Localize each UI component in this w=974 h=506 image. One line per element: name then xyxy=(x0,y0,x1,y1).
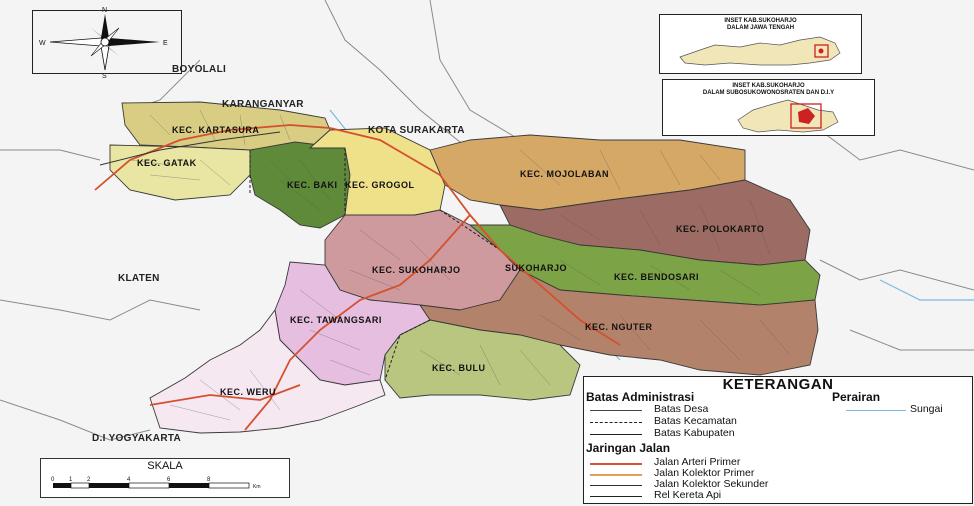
compass-frame xyxy=(32,10,182,74)
inset-jawa-tengah: INSET KAB.SUKOHARJO DALAM JAWA TENGAH xyxy=(659,14,862,74)
scale-tick-8: 8 xyxy=(207,477,211,483)
legend-item-village: Batas Desa xyxy=(654,403,709,415)
legend-swatch-kolektor-primer xyxy=(590,474,642,476)
legend-item-kolektor-sekunder: Jalan Kolektor Sekunder xyxy=(654,478,769,490)
railway xyxy=(99,131,281,166)
legend-swatch-village xyxy=(590,410,642,411)
compass-s: S xyxy=(102,73,107,80)
inset-subosukowonosraten: INSET KAB.SUKOHARJO DALAM SUBOSUKOWONOSR… xyxy=(662,79,875,136)
label-kec-weru: KEC. WERU xyxy=(220,387,276,397)
district-gatak xyxy=(109,144,251,201)
legend-item-kabupaten: Batas Kabupaten xyxy=(654,427,735,439)
compass-w: W xyxy=(39,40,46,47)
legend-swatch-kecamatan xyxy=(590,422,642,423)
label-kec-gatak: KEC. GATAK xyxy=(137,158,197,168)
legend-item-rail: Rel Kereta Api xyxy=(654,489,722,501)
legend-waters-heading: Perairan xyxy=(832,390,881,404)
scale-tick-0: 0 xyxy=(51,477,55,483)
legend-swatch-river xyxy=(846,410,906,411)
label-kec-tawangsari: KEC. TAWANGSARI xyxy=(290,315,382,325)
compass-rose: N S W E xyxy=(39,7,168,80)
legend-item-arteri: Jalan Arteri Primer xyxy=(654,456,741,468)
label-kec-mojolaban: KEC. MOJOLABAN xyxy=(520,169,609,179)
inset-jawa-tengah-map xyxy=(679,36,841,66)
label-kec-nguter: KEC. NGUTER xyxy=(585,322,653,332)
legend-swatch-rail xyxy=(590,496,642,497)
scale-tick-6: 6 xyxy=(167,477,171,483)
label-diy: D.I YOGYAKARTA xyxy=(92,433,181,444)
label-kec-kartasura: KEC. KARTASURA xyxy=(172,125,259,135)
label-klaten: KLATEN xyxy=(118,273,160,284)
artery-roads xyxy=(94,124,621,431)
legend-title: KETERANGAN xyxy=(722,376,834,393)
legend-roads-heading: Jaringan Jalan xyxy=(586,441,671,455)
scale-tick-1: 1 xyxy=(69,477,73,483)
legend-swatch-kolektor-sekunder xyxy=(590,485,642,486)
legend-swatch-kabupaten xyxy=(590,434,642,435)
district-weru xyxy=(149,308,386,434)
label-sukoharjo-short: SUKOHARJO xyxy=(505,263,567,273)
scale-title: SKALA xyxy=(147,460,183,472)
legend-admin-heading: Batas Administrasi xyxy=(586,390,695,404)
label-kec-bulu: KEC. BULU xyxy=(432,363,486,373)
scale-graphic: 0 1 2 4 6 8 Km xyxy=(51,477,261,490)
label-karanganyar: KARANGANYAR xyxy=(222,99,304,110)
legend: KETERANGAN Batas Administrasi Perairan B… xyxy=(583,376,973,504)
label-kec-polokarto: KEC. POLOKARTO xyxy=(676,224,764,234)
legend-item-kolektor-primer: Jalan Kolektor Primer xyxy=(654,467,755,479)
districts xyxy=(109,101,821,434)
inset-subosukowonosraten-map xyxy=(737,99,839,133)
legend-item-kecamatan: Batas Kecamatan xyxy=(654,415,737,427)
legend-swatch-arteri xyxy=(590,463,642,465)
label-boyolali: BOYOLALI xyxy=(172,64,226,75)
label-kec-bendosari: KEC. BENDOSARI xyxy=(614,272,699,282)
label-kec-sukoharjo: KEC. SUKOHARJO xyxy=(372,265,461,275)
scale-bar: SKALA 0 1 2 4 6 8 Km xyxy=(40,458,290,498)
label-kec-grogol: KEC. GROGOL xyxy=(345,180,415,190)
label-kota-surakarta: KOTA SURAKARTA xyxy=(368,125,465,136)
label-kec-baki: KEC. BAKI xyxy=(287,180,338,190)
inset-subosukowonosraten-title: INSET KAB.SUKOHARJO DALAM SUBOSUKOWONOSR… xyxy=(702,83,835,96)
inset-jawa-tengah-title: INSET KAB.SUKOHARJO DALAM JAWA TENGAH xyxy=(724,18,797,31)
compass-e: E xyxy=(163,40,168,47)
village-boundaries xyxy=(129,109,791,421)
district-bulu xyxy=(384,319,581,401)
scale-tick-4: 4 xyxy=(127,477,131,483)
scale-tick-2: 2 xyxy=(87,477,91,483)
scale-unit: Km xyxy=(253,484,261,490)
legend-item-river: Sungai xyxy=(910,403,943,415)
